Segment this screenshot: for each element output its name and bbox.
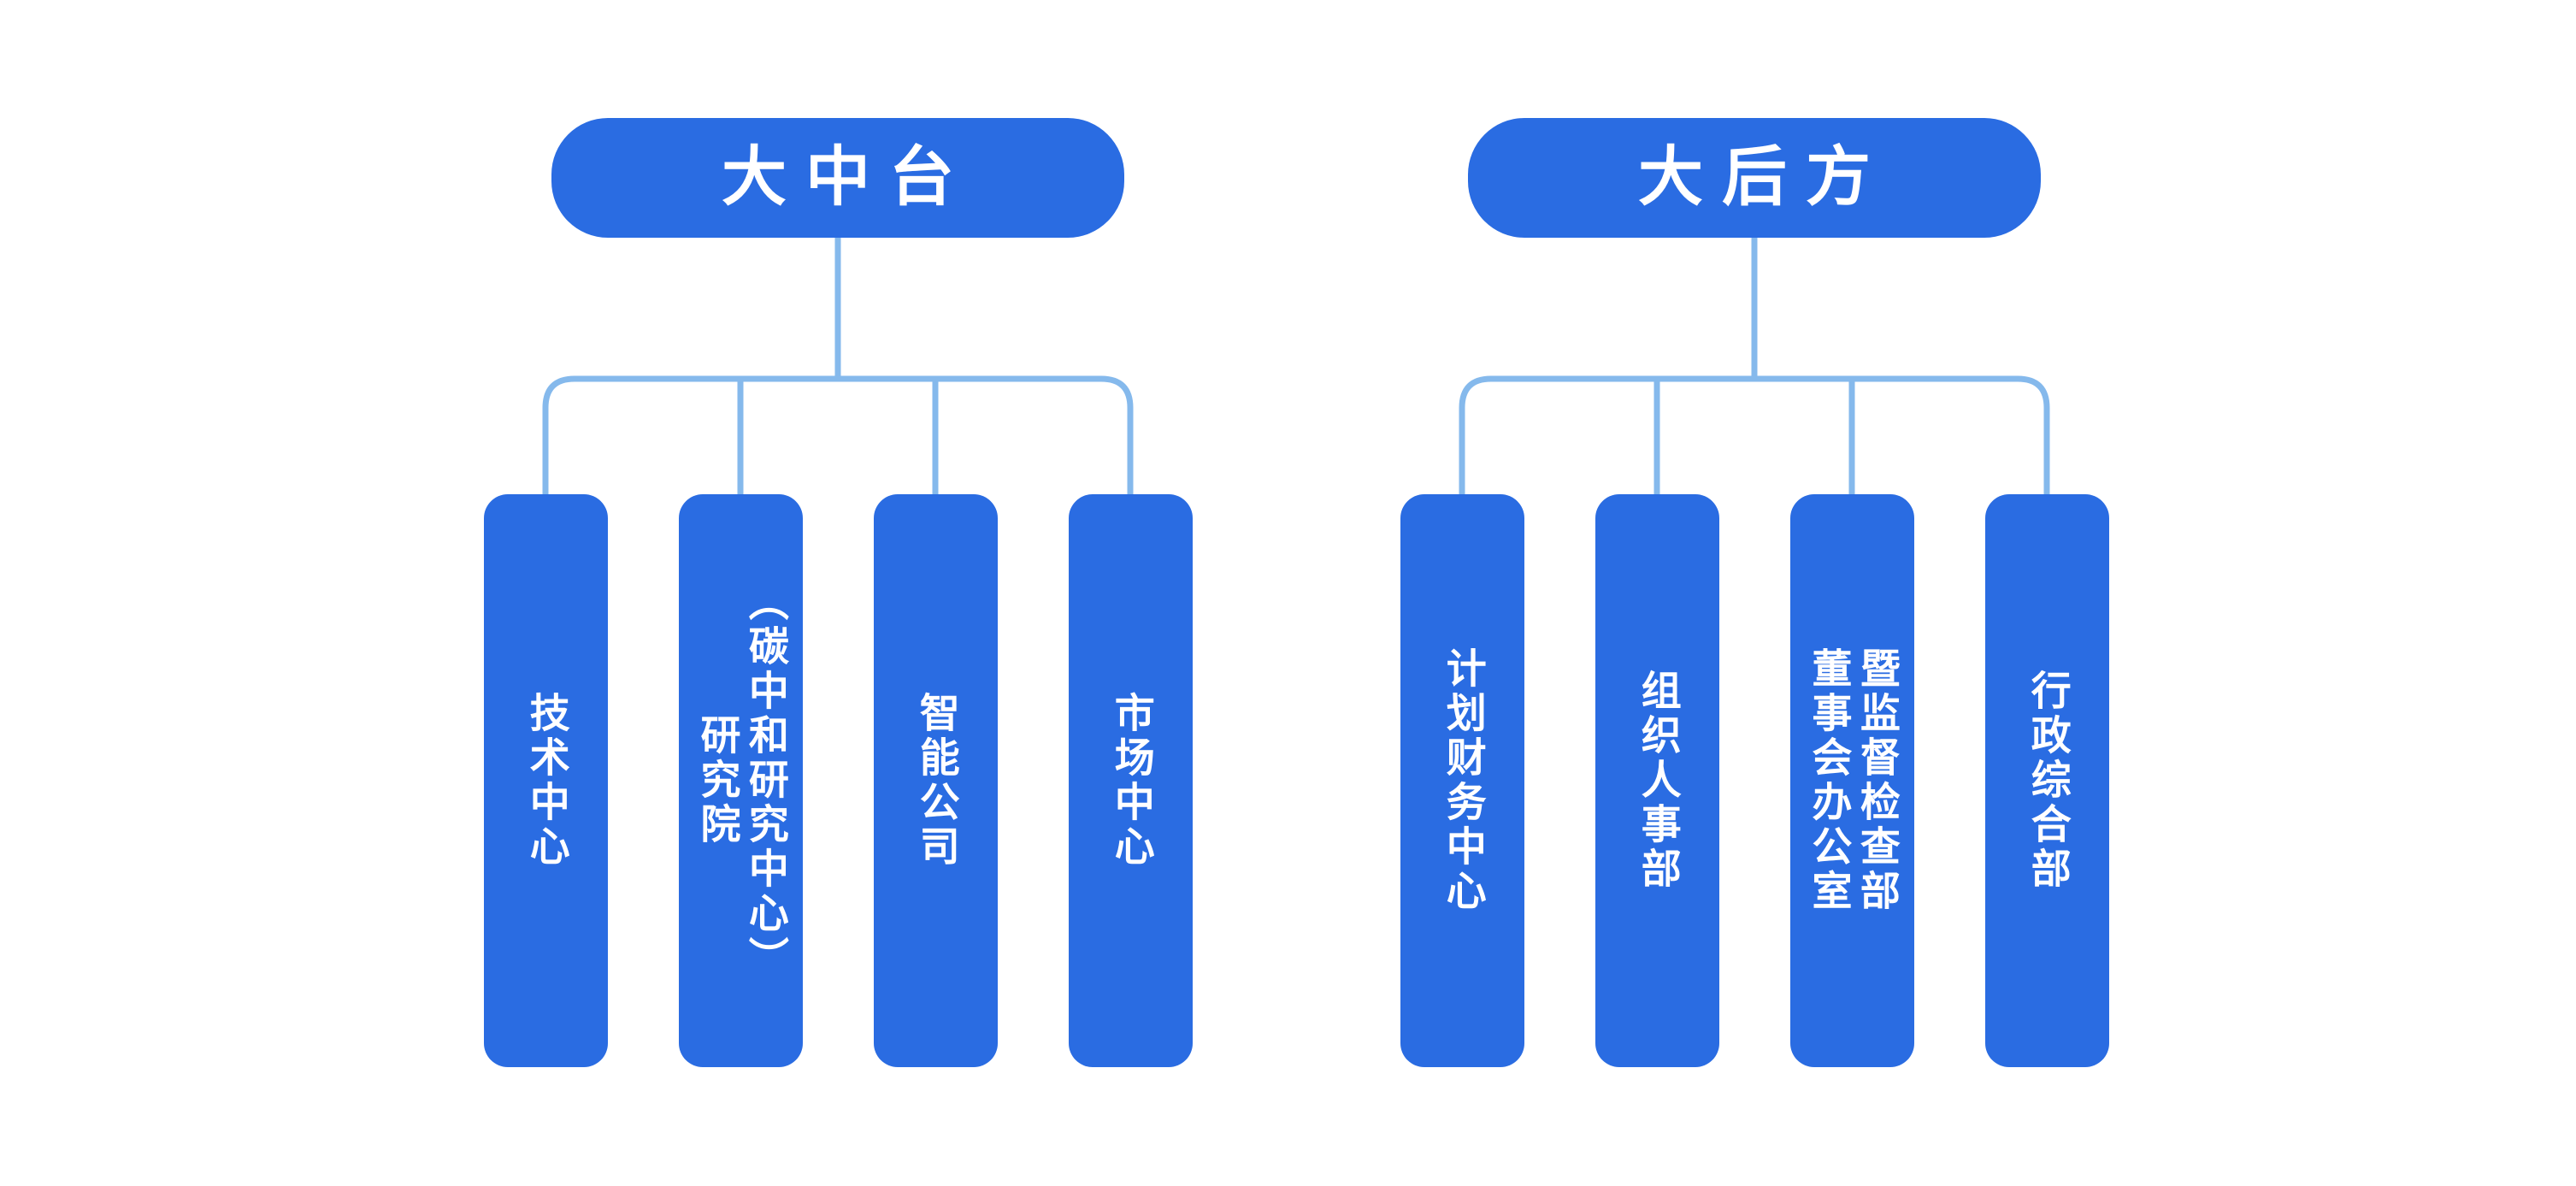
child-node-planning-finance-center[interactable]: 计划财务中心 — [1400, 494, 1524, 1067]
child-node-label: 计划财务中心 — [1440, 647, 1486, 914]
child-node-admin-general-dept[interactable]: 行政综合部 — [1985, 494, 2109, 1067]
child-node-label: 技术中心 — [523, 692, 569, 870]
root-node-label: 大中台 — [722, 141, 973, 214]
child-node-board-office-supervision-dept[interactable]: 董事会办公室 暨监督检查部 — [1790, 494, 1914, 1067]
child-node-market-center[interactable]: 市场中心 — [1069, 494, 1193, 1067]
child-node-label: 行政综合部 — [2025, 670, 2071, 892]
child-node-technology-center[interactable]: 技术中心 — [484, 494, 608, 1067]
child-node-label: 研究院 （碳中和研究中心） — [694, 581, 788, 981]
root-node-da-zhong-tai[interactable]: 大中台 — [551, 118, 1124, 238]
child-node-label: 董事会办公室 暨监督检查部 — [1806, 647, 1900, 914]
child-node-intelligence-company[interactable]: 智能公司 — [874, 494, 998, 1067]
child-node-research-institute[interactable]: 研究院 （碳中和研究中心） — [679, 494, 803, 1067]
child-node-label: 智能公司 — [913, 692, 959, 870]
child-node-label: 组织人事部 — [1635, 670, 1681, 892]
child-node-organization-hr-dept[interactable]: 组织人事部 — [1595, 494, 1719, 1067]
connector-tree-left — [542, 238, 1134, 494]
connector-tree-right — [1459, 238, 2050, 494]
child-node-label: 市场中心 — [1108, 692, 1154, 870]
root-node-da-hou-fang[interactable]: 大后方 — [1468, 118, 2041, 238]
root-node-label: 大后方 — [1638, 141, 1889, 214]
